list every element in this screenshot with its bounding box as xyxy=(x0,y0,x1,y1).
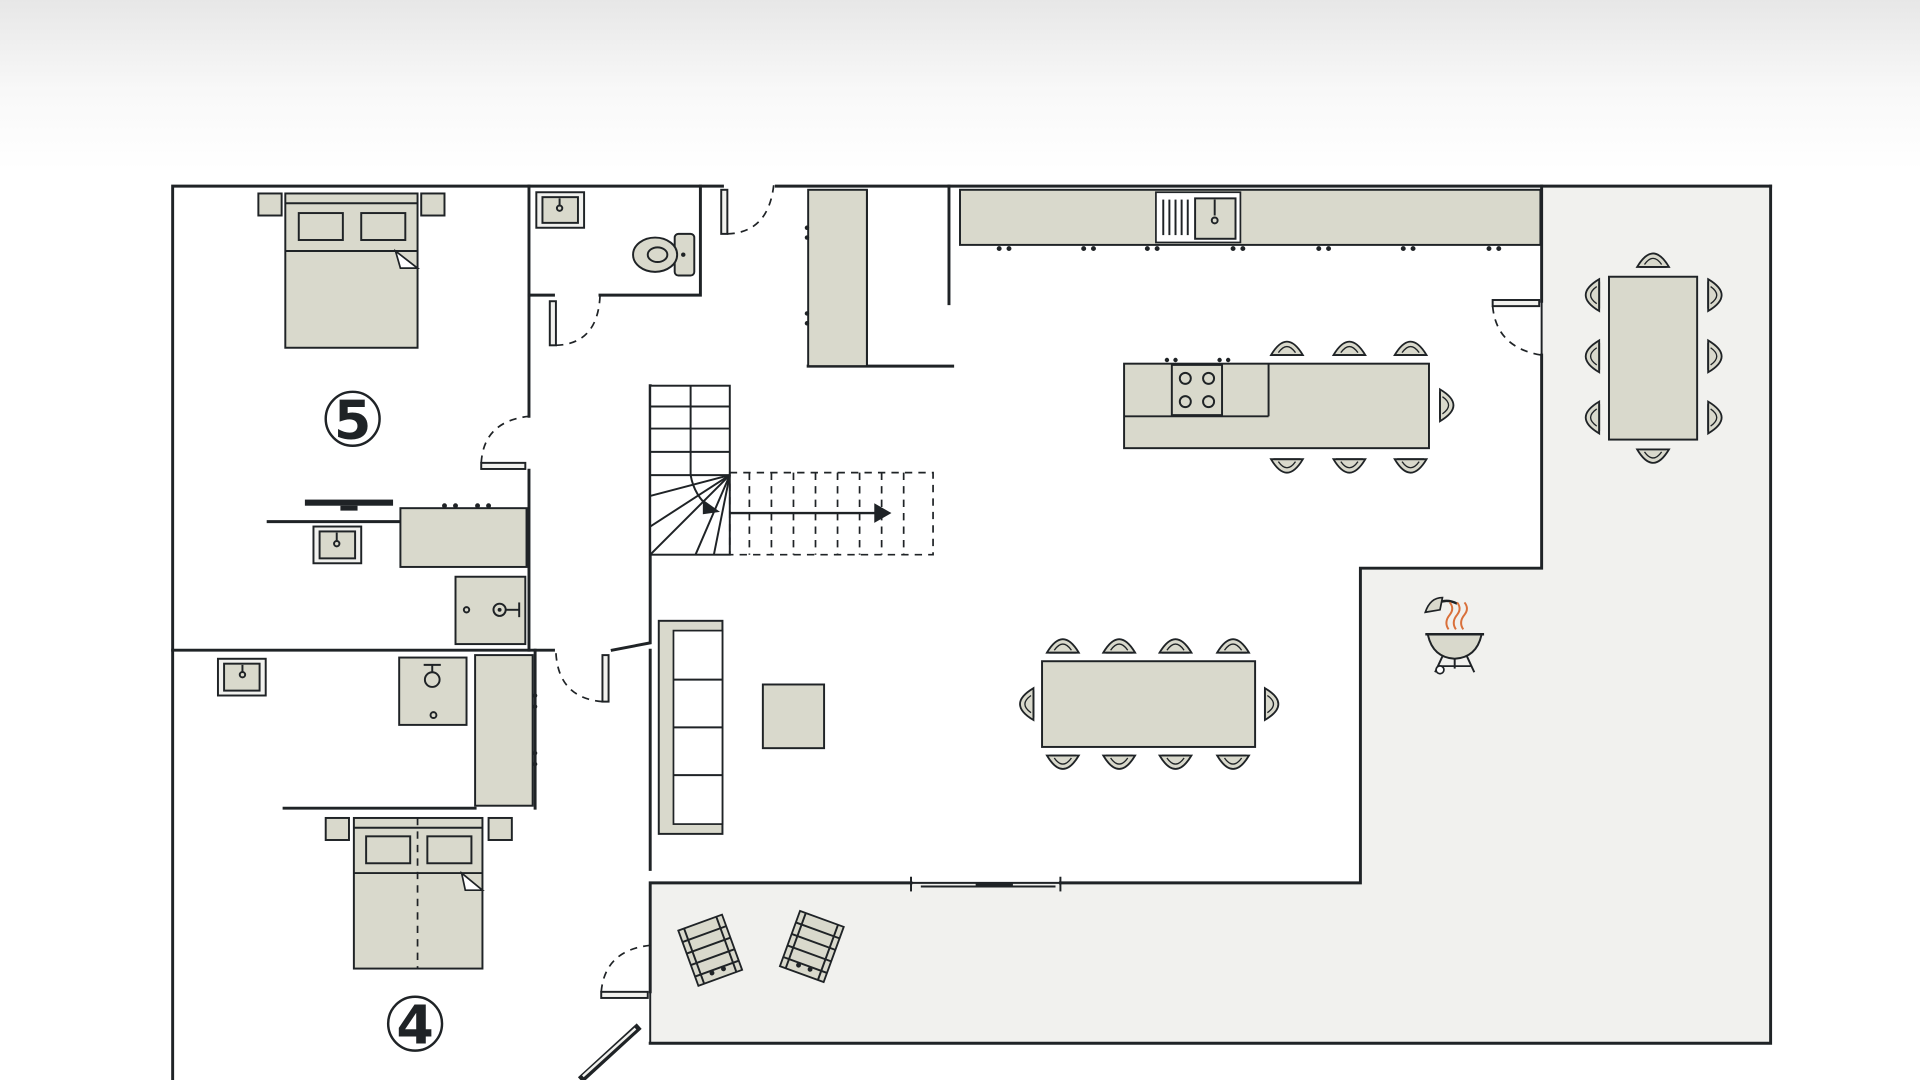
sink-icon xyxy=(216,657,267,697)
room-4-label: 4 xyxy=(396,993,433,1056)
room-number-badge xyxy=(324,390,381,447)
room-5-label: 5 xyxy=(334,388,371,451)
door-swing-icon xyxy=(600,944,651,999)
bed-icon xyxy=(257,192,446,349)
sink-icon xyxy=(1155,191,1242,244)
sofa-icon xyxy=(657,619,724,835)
cooktop-icon xyxy=(1170,363,1224,417)
bathroom-top xyxy=(535,191,696,277)
lounge-chair-icon xyxy=(778,909,845,984)
kitchen-island xyxy=(1123,340,1455,474)
door-swing-icon xyxy=(1491,299,1542,356)
grill-icon xyxy=(1424,596,1485,675)
doors xyxy=(480,183,1542,1080)
room-number-badge xyxy=(386,995,444,1052)
bedroom-5: 5 xyxy=(257,192,446,511)
sink-icon xyxy=(312,525,363,565)
staircase-icon xyxy=(649,384,934,556)
door-swing-icon xyxy=(720,183,775,235)
bedroom-4: 4 xyxy=(324,816,513,1056)
coffee-table xyxy=(761,683,826,750)
wardrobe xyxy=(474,654,538,807)
bathroom-lower xyxy=(216,654,538,807)
lounge-chair-icon xyxy=(677,913,744,987)
tv-icon xyxy=(304,499,394,511)
kitchen xyxy=(959,188,1542,252)
vanity-counter xyxy=(399,503,528,568)
tall-cabinet xyxy=(804,188,868,368)
toilet-icon xyxy=(632,232,696,277)
shower-icon xyxy=(454,575,527,646)
living-area xyxy=(657,619,826,835)
terrace-dining-table xyxy=(1584,252,1723,464)
door-swing-icon xyxy=(577,1023,642,1080)
cabinet-handles xyxy=(996,246,1502,252)
bathroom-middle xyxy=(312,503,528,646)
dining-table xyxy=(1019,638,1280,770)
shower-icon xyxy=(398,656,468,726)
bed-icon xyxy=(324,816,513,970)
door-swing-icon xyxy=(480,415,530,470)
door-swing-icon xyxy=(555,652,610,703)
door-swing-icon xyxy=(548,296,601,347)
sink-icon xyxy=(535,191,586,229)
